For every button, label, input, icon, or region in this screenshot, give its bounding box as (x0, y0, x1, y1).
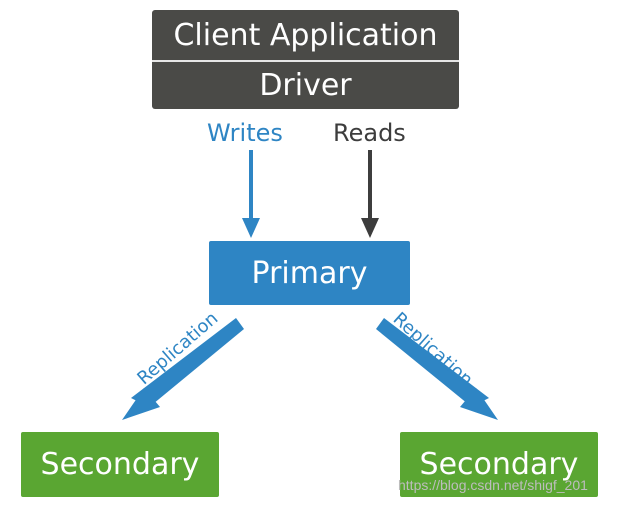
reads-arrow (361, 150, 379, 238)
secondary-node-left: Secondary (21, 432, 219, 497)
replication-arrow-left (122, 318, 244, 420)
driver-label: Driver (259, 68, 352, 103)
client-application-box: Client Application Driver (152, 10, 459, 109)
primary-node: Primary (209, 241, 410, 305)
watermark: https://blog.csdn.net/shigf_201 (398, 477, 588, 493)
reads-label: Reads (333, 119, 406, 147)
secondary-node-right: Secondary (400, 432, 598, 497)
writes-arrow (242, 150, 260, 238)
client-divider (152, 60, 459, 62)
writes-label: Writes (207, 119, 283, 147)
client-application-label: Client Application (173, 17, 438, 53)
replication-arrow-right (376, 318, 498, 420)
